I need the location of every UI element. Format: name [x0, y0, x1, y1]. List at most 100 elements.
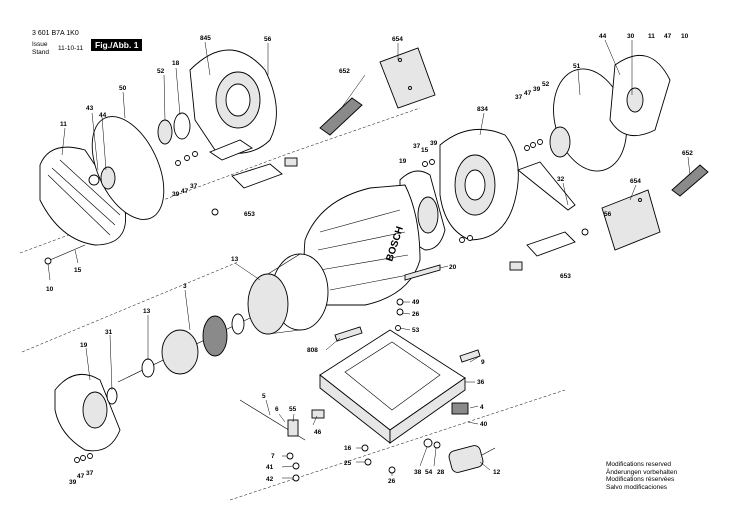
- callout-19b: 19: [80, 342, 88, 349]
- callout-40: 40: [480, 421, 488, 428]
- callout-41: 41: [266, 464, 274, 471]
- callout-43: 43: [86, 105, 94, 112]
- callout-31: 31: [105, 329, 113, 336]
- small-hardware: [74, 139, 589, 482]
- right-guard-plate: [609, 55, 671, 137]
- issue-stand-label: Issue Stand: [32, 41, 49, 57]
- callout-52b: 52: [542, 81, 550, 88]
- callout-652b: 652: [682, 150, 693, 157]
- bottom-left-cover: [54, 373, 121, 452]
- callout-50: 50: [119, 85, 127, 92]
- capacitor: [448, 445, 496, 473]
- right-grinding-wheel: [549, 68, 627, 172]
- callout-42: 42: [266, 476, 274, 483]
- callout-3: 3: [183, 283, 187, 290]
- callout-20: 20: [449, 264, 457, 271]
- callout-37c: 37: [515, 94, 523, 101]
- callout-39d: 39: [69, 479, 77, 486]
- callout-7: 7: [271, 453, 275, 460]
- callout-654b: 654: [630, 178, 641, 185]
- callout-9: 9: [481, 359, 485, 366]
- callout-13b: 13: [143, 308, 151, 315]
- figure-label: Fig./Abb. 1: [91, 39, 143, 51]
- callout-28: 28: [437, 469, 445, 476]
- dashed-frame-bottom: [229, 389, 566, 501]
- power-cord: [239, 399, 325, 441]
- motor-housing: BOSCH: [303, 184, 421, 306]
- base: [319, 329, 466, 444]
- callout-39: 39: [172, 191, 180, 198]
- document-number: 3 601 B7A 1K0: [32, 30, 79, 37]
- note-line: Änderungen vorbehalten: [606, 468, 678, 476]
- callout-653b: 653: [560, 273, 571, 280]
- callout-652: 652: [339, 68, 350, 75]
- callout-44: 44: [99, 112, 107, 119]
- callout-56b: 56: [604, 211, 612, 218]
- callout-10b: 10: [681, 33, 689, 40]
- callout-6: 6: [275, 406, 279, 413]
- callout-10: 10: [46, 286, 54, 293]
- right-eye-shield: [601, 189, 661, 251]
- stator: [247, 253, 329, 335]
- note-line: Modifications réservées: [606, 476, 675, 484]
- callout-47d: 47: [77, 473, 85, 480]
- stand-label: Stand: [32, 49, 49, 56]
- callout-26b: 26: [388, 478, 396, 485]
- label-808: [334, 326, 363, 342]
- callout-4: 4: [480, 404, 484, 411]
- callout-52: 52: [157, 68, 165, 75]
- callout-15b: 15: [421, 147, 429, 154]
- callout-47c: 47: [524, 90, 532, 97]
- callout-44b: 44: [599, 33, 607, 40]
- callout-51: 51: [573, 63, 581, 70]
- callout-19: 19: [399, 158, 407, 165]
- label-9: [459, 349, 481, 363]
- top-eye-shield: [379, 47, 436, 109]
- leader-lines: [47, 39, 691, 479]
- callout-845: 845: [200, 35, 211, 42]
- callout-38: 38: [414, 469, 422, 476]
- callout-54: 54: [425, 469, 433, 476]
- callout-46: 46: [314, 429, 322, 436]
- callout-32: 32: [557, 176, 565, 183]
- left-grinding-wheel: [88, 116, 165, 220]
- callout-39c: 39: [533, 86, 541, 93]
- callout-16: 16: [344, 445, 352, 452]
- issue-label: Issue: [32, 41, 48, 48]
- callout-56: 56: [264, 36, 272, 43]
- callout-37d: 37: [86, 470, 94, 477]
- right-wheel-guard: [439, 128, 519, 241]
- callout-25: 25: [344, 460, 352, 467]
- callout-39b: 39: [430, 140, 438, 147]
- callout-55: 55: [289, 406, 297, 413]
- left-flange: [157, 119, 173, 145]
- right-shield-bracket: [671, 164, 709, 197]
- left-screws: [44, 151, 219, 265]
- callout-13: 13: [231, 256, 239, 263]
- left-washer: [173, 112, 191, 140]
- left-guard-plate: [39, 146, 127, 246]
- top-shield-bracket: [319, 97, 363, 136]
- right-tool-rest: [509, 161, 576, 271]
- callout-808: 808: [307, 347, 318, 354]
- dashed-frame-mid: [21, 261, 239, 353]
- callout-47b: 47: [664, 33, 672, 40]
- label-strip-20: [404, 264, 441, 281]
- callout-47: 47: [181, 188, 189, 195]
- callout-53: 53: [412, 327, 420, 334]
- callout-12: 12: [493, 469, 501, 476]
- callout-18: 18: [172, 60, 180, 67]
- issue-date: 11-10-11: [58, 45, 84, 52]
- switch: [451, 402, 469, 415]
- callout-15: 15: [74, 267, 82, 274]
- callout-36: 36: [477, 379, 485, 386]
- callout-30: 30: [627, 33, 635, 40]
- callout-11: 11: [60, 121, 67, 128]
- callout-654: 654: [392, 36, 403, 43]
- modification-notes: Modifications reserved Änderungen vorbeh…: [606, 461, 677, 491]
- note-line: Modifications reserved: [606, 461, 672, 468]
- callout-37b: 37: [413, 143, 421, 150]
- callout-834: 834: [477, 106, 488, 113]
- armature: [117, 313, 251, 383]
